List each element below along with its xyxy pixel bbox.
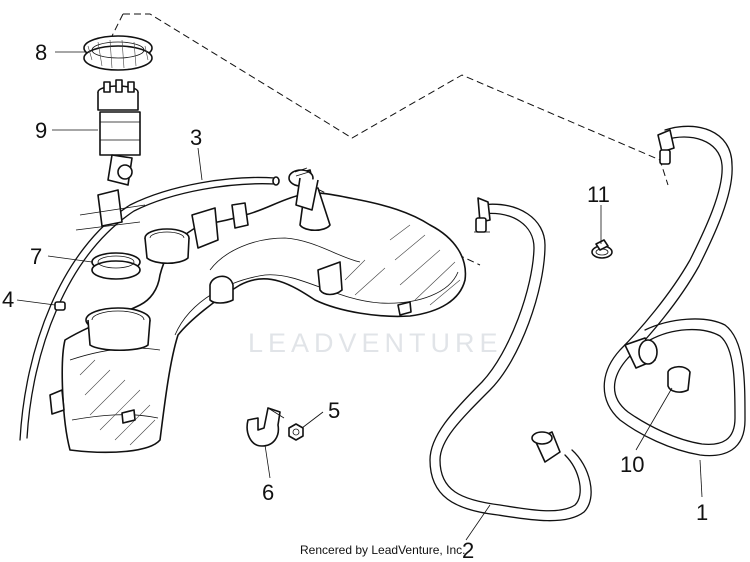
callout-1: 1 xyxy=(696,500,708,525)
callout-9: 9 xyxy=(35,118,47,143)
leader-lines xyxy=(16,51,703,541)
part-5-nut xyxy=(288,423,304,441)
callout-2: 2 xyxy=(462,538,474,562)
part-8-retaining-ring xyxy=(83,35,153,71)
part-2-hose xyxy=(429,197,592,522)
callout-10: 10 xyxy=(620,452,644,477)
watermark-text: LEADVENTURE xyxy=(248,328,503,358)
callout-4: 4 xyxy=(2,287,14,312)
callout-3: 3 xyxy=(190,125,202,150)
callout-5: 5 xyxy=(328,398,340,423)
callout-6: 6 xyxy=(262,480,274,505)
part-10-connector xyxy=(624,337,691,393)
callout-8: 8 xyxy=(35,40,47,65)
part-6-clip xyxy=(246,407,285,447)
callout-7: 7 xyxy=(30,244,42,269)
callout-11: 11 xyxy=(587,182,610,207)
part-7-seal xyxy=(91,252,141,280)
part-11-clamp xyxy=(591,239,613,259)
part-9-fuel-pump xyxy=(75,79,146,231)
part-1-hose xyxy=(603,125,746,457)
tank-vent-valve xyxy=(288,167,331,232)
footer-credit: Rencered by LeadVenture, Inc. xyxy=(300,543,465,557)
fuel-tank xyxy=(49,192,467,454)
